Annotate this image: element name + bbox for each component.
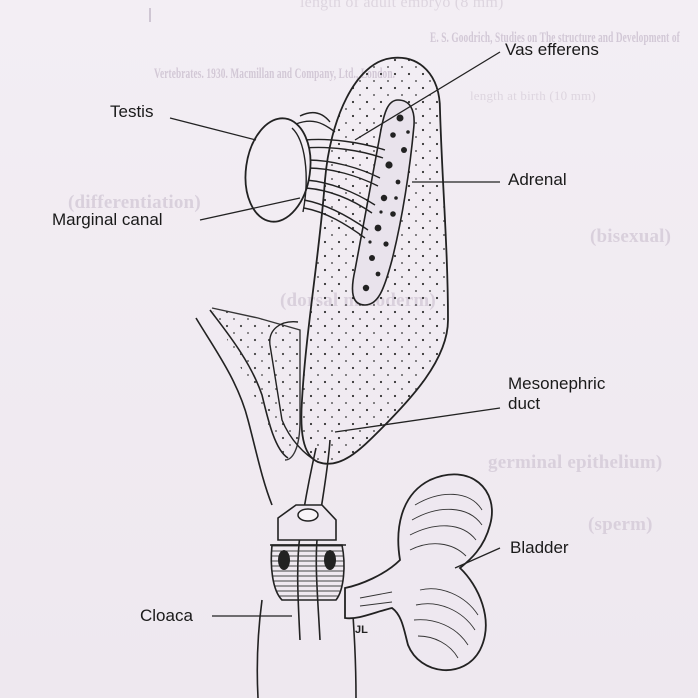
label-testis: Testis [110,102,153,122]
artist-mark: JL [355,624,368,636]
label-marginal-canal: Marginal canal [52,210,163,230]
cloaca-structure [257,505,356,698]
label-bladder: Bladder [510,538,569,558]
label-adrenal: Adrenal [508,170,567,190]
bladder-organ [345,474,492,670]
label-cloaca: Cloaca [140,606,193,626]
label-vas-efferens: Vas efferens [505,40,599,60]
leader-testis [170,118,256,140]
label-mesonephric-duct-1: Mesonephric [508,374,605,394]
left-duct-structure [196,308,300,505]
label-mesonephric-duct-2: duct [508,394,540,414]
